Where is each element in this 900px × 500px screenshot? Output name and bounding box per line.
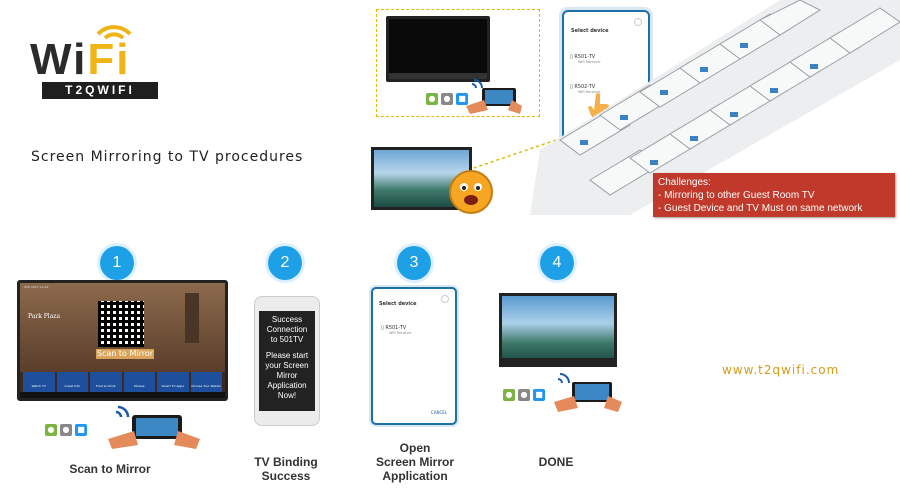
qr-code-icon[interactable] — [98, 301, 144, 347]
android-icon: ● — [503, 389, 515, 401]
hand-phone-icon — [554, 373, 622, 412]
phone-device-icon: ▯ — [570, 84, 575, 90]
device-select-title: Select device — [379, 301, 417, 307]
page-title: Screen Mirroring to TV procedures — [31, 149, 304, 165]
connector-line — [467, 137, 563, 171]
challenge-item: - Mirroring to other Guest Room TV — [658, 190, 815, 201]
apple-icon: ● — [518, 389, 530, 401]
binding-success-message: Success Connection to 501TV Please start… — [259, 311, 315, 411]
step4-tv-screen — [499, 293, 617, 367]
device-item[interactable]: ▯ R501-TV Wifi Receiver — [570, 54, 601, 64]
step1-tv-screen: WiFi 2017-10-16 Park Plaza Scan to Mirro… — [17, 280, 228, 401]
mirroring-example-frame — [376, 9, 540, 117]
menu-item[interactable]: Choose Your Station — [190, 372, 222, 392]
apple-icon: ● — [441, 93, 453, 105]
refresh-icon — [634, 18, 642, 26]
refresh-icon — [441, 295, 449, 303]
windows-icon: ■ — [533, 389, 545, 401]
menu-item[interactable]: Food & Drink — [90, 372, 122, 392]
os-icons-step1: ● ● ■ — [45, 424, 87, 436]
android-icon: ● — [45, 424, 57, 436]
step2-phone: Success Connection to 501TV Please start… — [254, 296, 320, 426]
hotel-floor-plan-illustration — [530, 0, 900, 215]
hand-phone-icon — [466, 79, 522, 114]
apple-icon: ● — [60, 424, 72, 436]
hand-phone-icon — [108, 405, 200, 449]
os-icons-step4: ● ● ■ — [503, 389, 545, 401]
big-ben-illustration — [185, 293, 199, 343]
step-number-3: 3 — [397, 246, 431, 280]
step-number-4: 4 — [540, 246, 574, 280]
os-icons-top: ● ● ■ — [426, 93, 468, 105]
challenge-item: - Guest Device and TV Must on same netwo… — [658, 203, 863, 214]
phone-device-icon: ▯ — [570, 54, 575, 60]
challenges-callout: Challenges: - Mirroring to other Guest R… — [653, 173, 895, 217]
menu-item[interactable]: Movies — [123, 372, 155, 392]
logo-wordmark: WiFi — [30, 35, 131, 84]
device-select-title: Select device — [571, 28, 609, 34]
windows-icon: ■ — [456, 93, 468, 105]
device-item[interactable]: ▯ R501-TV Wifi Receiver — [381, 325, 412, 335]
step-number-1: 1 — [100, 246, 134, 280]
step4-label: DONE — [538, 455, 574, 469]
shocked-face-icon — [449, 170, 493, 214]
menu-item[interactable]: Watch TV — [23, 372, 55, 392]
scan-to-mirror-button[interactable]: Scan to Mirror — [96, 349, 154, 359]
t2qwifi-logo: WiFi T2QWIFI — [30, 20, 160, 100]
menu-item[interactable]: Guest Info — [56, 372, 88, 392]
website-link[interactable]: www.t2qwifi.com — [722, 363, 840, 377]
challenges-title: Challenges: — [658, 177, 711, 188]
step-number-2: 2 — [268, 246, 302, 280]
tv-blank — [386, 16, 490, 82]
device-item[interactable]: ▯ R502-TV Wifi Receiver — [570, 84, 601, 94]
cancel-button[interactable]: CANCEL — [430, 410, 447, 415]
tv-nav-strip — [20, 392, 225, 398]
windows-icon: ■ — [75, 424, 87, 436]
tv-menu-bar: Watch TV Guest Info Food & Drink Movies … — [20, 372, 225, 392]
wifi-signal-icon — [96, 25, 132, 40]
hotel-name: Park Plaza — [28, 313, 61, 320]
logo-brand-bar: T2QWIFI — [42, 82, 158, 99]
step2-label: TV Binding Success — [254, 455, 318, 483]
step1-label: Scan to Mirror — [69, 462, 151, 476]
phone-device-icon: ▯ — [381, 325, 386, 331]
menu-item[interactable]: Smart TV Apps — [157, 372, 189, 392]
step3-phone: Select device ▯ R501-TV Wifi Receiver CA… — [371, 287, 457, 425]
tv-status-bar: WiFi 2017-10-16 — [24, 285, 49, 289]
android-icon: ● — [426, 93, 438, 105]
step3-label: Open Screen Mirror Application — [375, 441, 455, 483]
